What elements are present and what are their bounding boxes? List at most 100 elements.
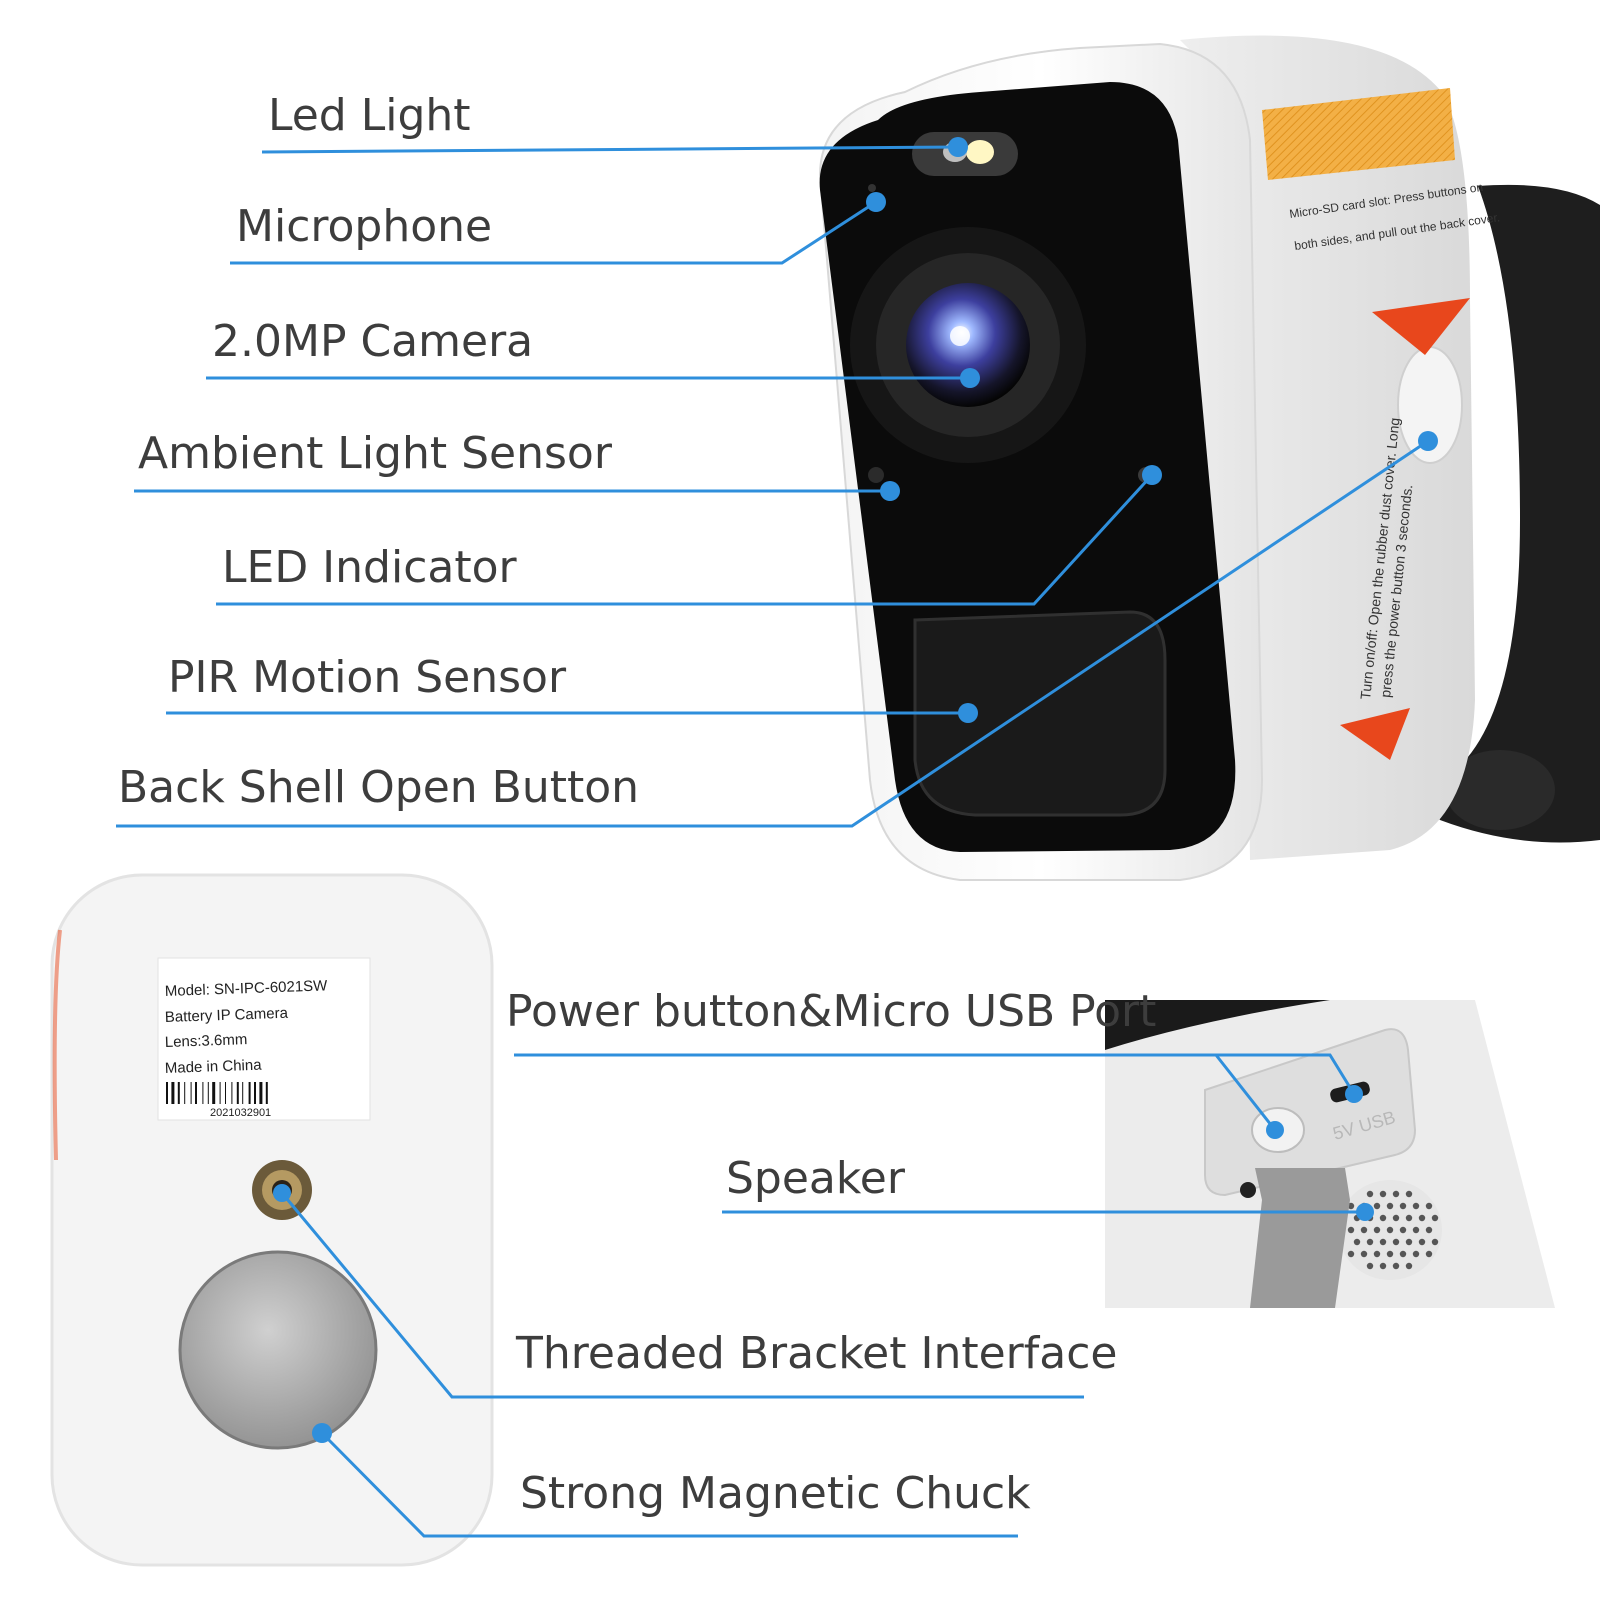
camera-front-view: Micro-SD card slot: Press buttons on bot… — [818, 35, 1600, 881]
speaker-hole — [1412, 1202, 1420, 1210]
camera-underside-detail: 5V USB — [1105, 1000, 1555, 1308]
barcode-bar — [207, 1082, 209, 1104]
speaker-hole — [1366, 1238, 1374, 1246]
barcode-bar — [242, 1082, 244, 1104]
mount-clip — [1250, 1168, 1350, 1308]
callout-line-back-shell — [116, 439, 1429, 828]
caption-power-usb-port: Power button&Micro USB Port — [506, 986, 1157, 1037]
speaker-hole — [1392, 1214, 1400, 1222]
speaker-hole — [1386, 1202, 1394, 1210]
callout-lines — [116, 145, 1429, 1538]
speaker-hole — [1418, 1238, 1426, 1246]
speaker-hole — [1347, 1226, 1355, 1234]
speaker-hole — [1373, 1250, 1381, 1258]
speaker-hole — [1405, 1190, 1413, 1198]
speaker-hole — [1392, 1238, 1400, 1246]
label-barcode-number: 2021032901 — [210, 1107, 271, 1119]
callout-line-threaded — [280, 1192, 1084, 1399]
barcode-bar — [212, 1082, 216, 1104]
speaker-hole — [1366, 1190, 1374, 1198]
speaker-hole — [1392, 1190, 1400, 1198]
label-lens: Lens:3.6mm — [165, 1031, 248, 1051]
speaker-holes — [1347, 1190, 1439, 1270]
speaker-hole — [1347, 1202, 1355, 1210]
speaker-hole — [1379, 1190, 1387, 1198]
caption-camera: 2.0MP Camera — [212, 316, 534, 367]
caption-back-shell-open-button: Back Shell Open Button — [118, 762, 640, 813]
barcode-bar — [231, 1082, 233, 1104]
caption-pir-motion-sensor: PIR Motion Sensor — [168, 652, 567, 703]
warning-triangle-bottom — [1340, 708, 1410, 760]
speaker-hole — [1399, 1250, 1407, 1258]
speaker-hole — [1412, 1226, 1420, 1234]
speaker-hole — [1360, 1226, 1368, 1234]
speaker-hole — [1431, 1214, 1439, 1222]
speaker-hole — [1425, 1226, 1433, 1234]
callout-line-magnetic — [320, 1431, 1018, 1538]
speaker-hole — [1399, 1226, 1407, 1234]
model-label — [157, 957, 371, 1121]
speaker-hole — [1379, 1262, 1387, 1270]
barcode-bar — [248, 1082, 251, 1104]
ambient-sensor-hole — [868, 467, 884, 483]
barcode-bar — [202, 1082, 204, 1104]
callout-line-power-button — [1214, 1054, 1277, 1131]
speaker-hole — [1431, 1238, 1439, 1246]
barcode-bar — [259, 1082, 263, 1104]
speaker-hole — [1360, 1250, 1368, 1258]
speaker-hole — [1425, 1202, 1433, 1210]
label-model: Model: SN-IPC-6021SW — [165, 977, 329, 1000]
barcode-bar — [166, 1082, 168, 1104]
caption-ambient-light-sensor: Ambient Light Sensor — [138, 428, 612, 479]
barcode-bar — [177, 1082, 180, 1104]
callout-line-microphone — [230, 200, 877, 265]
speaker-hole — [1373, 1202, 1381, 1210]
barcode-bar — [265, 1082, 268, 1104]
speaker-hole — [1405, 1238, 1413, 1246]
microphone-hole — [868, 184, 876, 192]
speaker-hole — [1399, 1202, 1407, 1210]
speaker-hole — [1373, 1226, 1381, 1234]
barcode-bar — [190, 1082, 192, 1104]
speaker-hole — [1425, 1250, 1433, 1258]
caption-threaded-bracket: Threaded Bracket Interface — [516, 1328, 1118, 1379]
barcode-bar — [236, 1082, 239, 1104]
speaker-hole — [1386, 1250, 1394, 1258]
barcode-bar — [184, 1082, 186, 1104]
speaker-hole — [1353, 1238, 1361, 1246]
speaker-hole — [1379, 1238, 1387, 1246]
callout-dots — [273, 137, 1438, 1443]
caption-microphone: Microphone — [236, 201, 493, 252]
speaker-hole — [1366, 1262, 1374, 1270]
barcode-bar — [219, 1082, 221, 1104]
wall-mount — [1420, 184, 1600, 843]
caption-led-indicator: LED Indicator — [222, 542, 517, 593]
barcode-bar — [254, 1082, 256, 1104]
speaker-hole — [1392, 1262, 1400, 1270]
camera-lens — [850, 227, 1086, 463]
speaker-hole — [1418, 1214, 1426, 1222]
callout-line-led-light — [261, 145, 959, 154]
speaker-hole — [1405, 1262, 1413, 1270]
callout-line-led-indicator — [216, 473, 1154, 606]
warning-triangle-top — [1372, 298, 1470, 355]
speaker-hole — [1347, 1250, 1355, 1258]
speaker-hole — [1405, 1214, 1413, 1222]
label-type: Battery IP Camera — [165, 1005, 289, 1026]
speaker-hole — [1386, 1226, 1394, 1234]
caption-speaker: Speaker — [726, 1153, 905, 1204]
callout-line-power-usb — [514, 1053, 1356, 1095]
hazard-stripe — [1262, 88, 1455, 180]
speaker-hole — [1379, 1214, 1387, 1222]
caption-led-light: Led Light — [268, 90, 471, 141]
port-panel — [1204, 1028, 1417, 1197]
magnetic-chuck-disc — [178, 1250, 378, 1450]
barcode-bar — [195, 1082, 197, 1104]
barcode-bar — [225, 1082, 226, 1104]
barcode — [166, 1082, 268, 1104]
camera-back-view: Model: SN-IPC-6021SW Battery IP Camera L… — [50, 873, 494, 1567]
barcode-bar — [171, 1082, 175, 1104]
caption-magnetic-chuck: Strong Magnetic Chuck — [520, 1468, 1031, 1519]
label-origin: Made in China — [165, 1057, 263, 1077]
